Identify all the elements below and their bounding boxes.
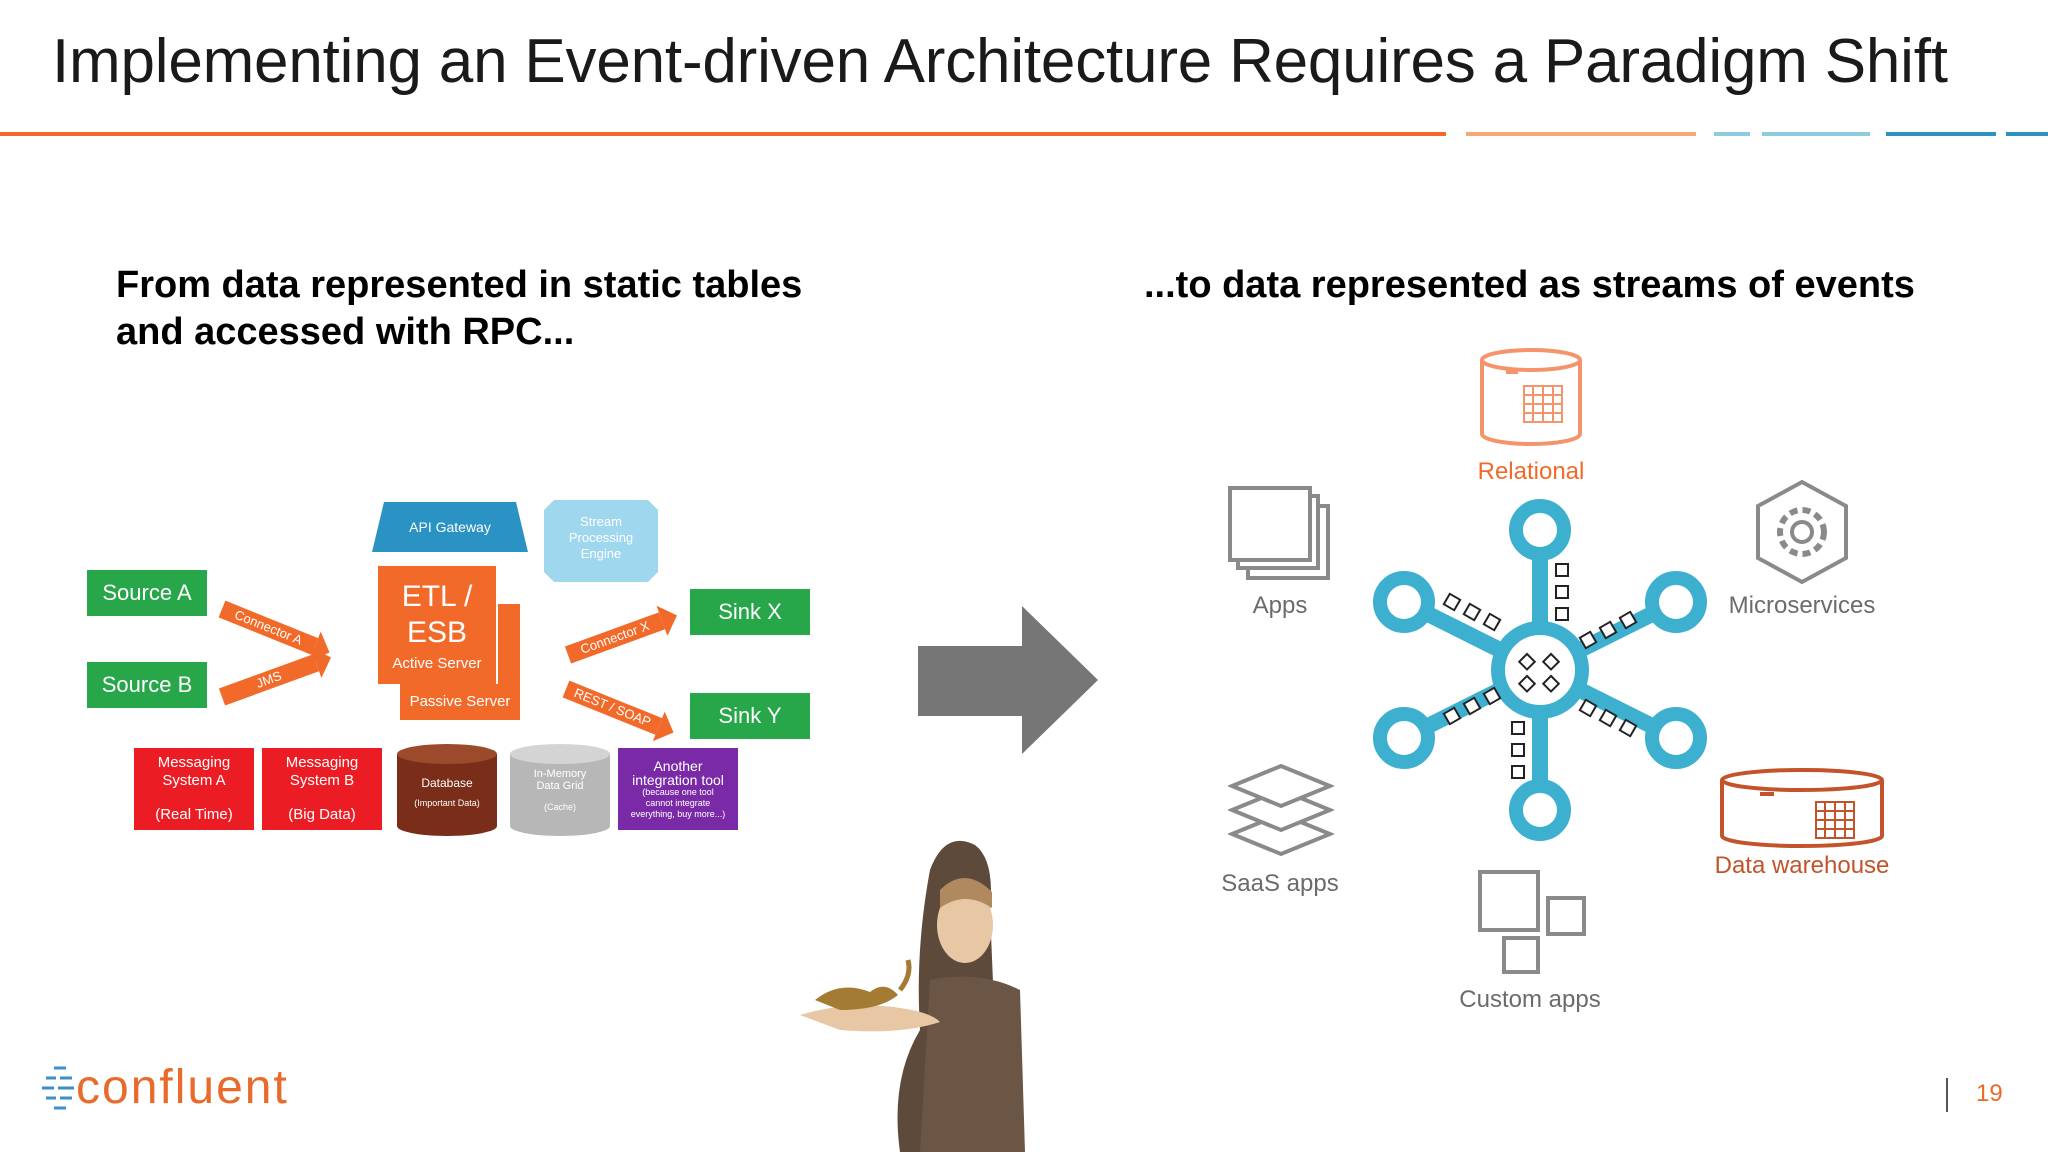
source-a-box: Source A [87, 570, 207, 616]
microservices-icon [1756, 479, 1848, 585]
relational-label: Relational [1477, 458, 1585, 485]
apps-label: Apps [1252, 592, 1308, 619]
in-memory-data-grid: In-Memory Data Grid (Cache) [510, 744, 610, 836]
slide-title: Implementing an Event-driven Architectur… [52, 27, 1948, 96]
rest-soap-arrow: REST / SOAP [562, 680, 663, 735]
messaging-system-a: Messaging System A (Real Time) [134, 748, 254, 830]
saas-apps-label: SaaS apps [1221, 870, 1339, 897]
microservices-label: Microservices [1728, 592, 1876, 619]
api-gateway-shape [372, 502, 528, 552]
left-heading: From data represented in static tables a… [116, 264, 803, 353]
database-label: Database (Important Data) [414, 776, 480, 808]
hub-center [1491, 621, 1589, 719]
saas-apps-icon [1228, 763, 1334, 857]
event-streaming-hub [1373, 499, 1707, 841]
data-warehouse-label: Data warehouse [1714, 852, 1890, 879]
another-integration-tool: Another integration tool (because one to… [618, 748, 738, 830]
header-rule-light-blue-2 [1762, 132, 1870, 136]
api-gateway-label: API Gateway [409, 519, 491, 535]
header-rule-light-blue-1 [1714, 132, 1750, 136]
transition-arrow [918, 606, 1098, 754]
right-heading: ...to data represented as streams of eve… [1144, 264, 1915, 306]
source-b-box: Source B [87, 662, 207, 708]
relational-db-icon [1480, 348, 1582, 446]
header-rule-blue [1886, 132, 1996, 136]
header-rule-blue-2 [2006, 132, 2048, 136]
footer-divider [1946, 1078, 1948, 1112]
custom-apps-label: Custom apps [1459, 986, 1601, 1013]
page-number: 19 [1976, 1080, 2003, 1107]
header-rule-light-orange [1466, 132, 1696, 136]
connector-x-arrow: Connector X [564, 612, 666, 664]
confluent-logo-mark [42, 1066, 74, 1109]
sink-y-box: Sink Y [690, 693, 810, 739]
messaging-system-b: Messaging System B (Big Data) [262, 748, 382, 830]
in-memory-label: In-Memory Data Grid (Cache) [533, 768, 587, 812]
apps-icon [1228, 486, 1330, 580]
event-squares [1442, 563, 1638, 779]
database-shape [397, 744, 497, 836]
in-memory-shape [510, 744, 610, 836]
stream-processing-engine: Stream Processing Engine [544, 500, 658, 582]
stream-engine-label: Stream Processing Engine [568, 514, 634, 561]
stream-engine-shape [544, 500, 658, 582]
sink-x-box: Sink X [690, 589, 810, 635]
header-rule-orange [0, 132, 1446, 136]
hub-endpoints [1373, 499, 1707, 841]
data-warehouse-icon [1720, 768, 1884, 848]
custom-apps-icon [1478, 870, 1586, 974]
api-gateway: API Gateway [372, 502, 528, 552]
database-cylinder: Database (Important Data) [397, 744, 497, 836]
etl-esb-box: ETL / ESB Active Server [378, 566, 498, 684]
jms-arrow: JMS [218, 654, 320, 706]
confluent-logo: confluent [42, 1060, 289, 1115]
genie-woman-illustration [800, 840, 1025, 1152]
connector-a-arrow: Connector A [218, 600, 319, 655]
confluent-wordmark: confluent [76, 1061, 289, 1114]
